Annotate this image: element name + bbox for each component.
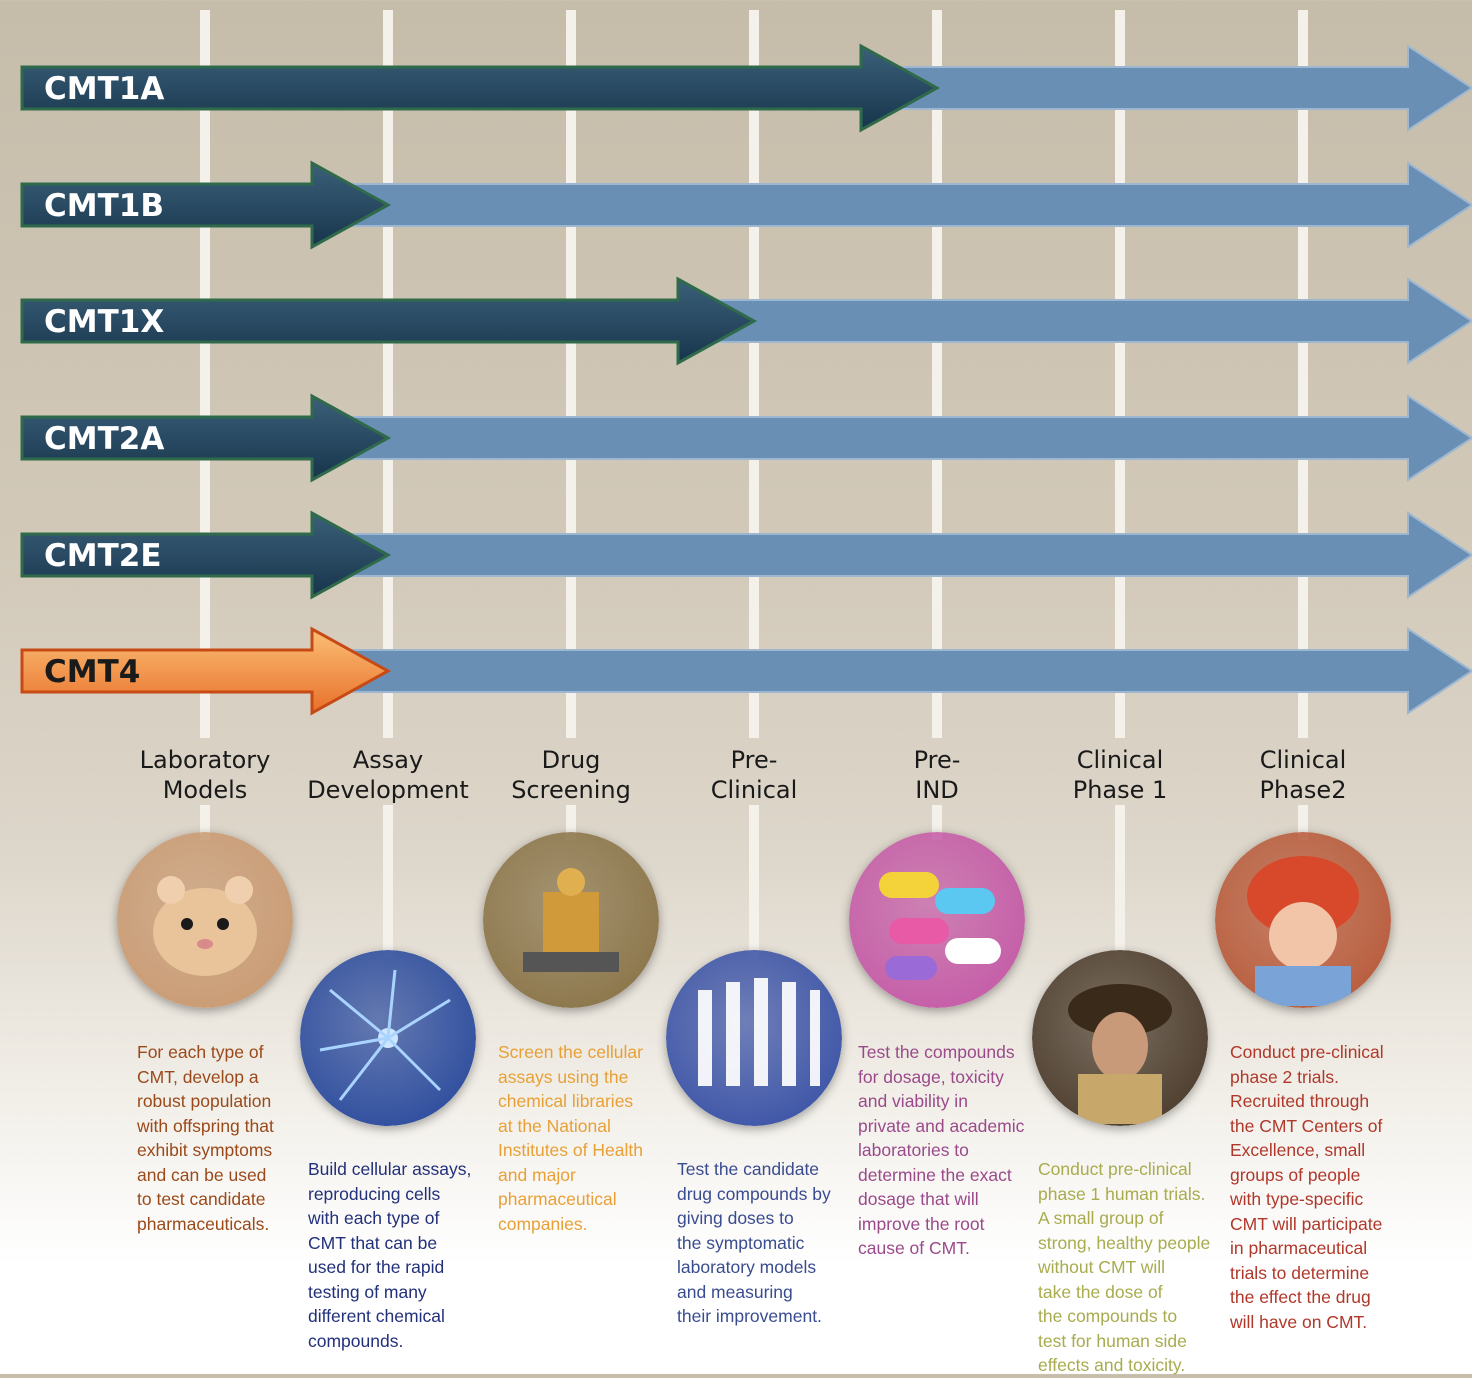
phase-connector bbox=[749, 805, 759, 958]
phase-line-5 bbox=[932, 10, 942, 738]
phase-description: Test the candidate drug compounds by giv… bbox=[677, 1159, 831, 1326]
phase-connector bbox=[566, 805, 576, 840]
phase-description: Test the compounds for dosage, toxicity … bbox=[858, 1042, 1025, 1258]
track-cmt2e: CMT2E bbox=[20, 510, 1472, 600]
phase-description: Conduct pre-clinical phase 2 trials. Rec… bbox=[1230, 1042, 1384, 1332]
pipeline-arrows: CMT1A CMT1B CMT1X CMT2A CMT2E CMT4 bbox=[20, 10, 1472, 738]
track-label: CMT1B bbox=[44, 188, 164, 224]
progress-arrow bbox=[20, 276, 758, 366]
progress-arrow bbox=[20, 626, 392, 716]
phase-description: For each type of CMT, develop a robust p… bbox=[137, 1042, 274, 1234]
track-cmt4: CMT4 bbox=[20, 626, 1472, 716]
phase-connector bbox=[932, 805, 942, 840]
pills-icon bbox=[849, 832, 1025, 1008]
phase-label: Laboratory Models bbox=[139, 746, 271, 804]
phase-description: Build cellular assays, reproducing cells… bbox=[308, 1159, 472, 1351]
child-helmet-icon bbox=[1215, 832, 1391, 1008]
track-cmt1a: CMT1A bbox=[20, 43, 1472, 133]
phase-line-6 bbox=[1115, 10, 1125, 738]
firefighter-icon bbox=[1032, 950, 1208, 1126]
phase-label: Clinical Phase2 bbox=[1259, 746, 1347, 804]
phase-label: Drug Screening bbox=[511, 746, 631, 804]
phase-connector bbox=[383, 805, 393, 958]
track-label: CMT2E bbox=[44, 538, 162, 574]
phase-label: Clinical Phase 1 bbox=[1072, 746, 1168, 804]
progress-arrow bbox=[20, 393, 392, 483]
phase-line-7 bbox=[1298, 10, 1308, 738]
phase-connector bbox=[1115, 805, 1125, 958]
hamster-icon bbox=[117, 832, 293, 1008]
phase-description: Screen the cellular assays using the che… bbox=[498, 1042, 643, 1234]
track-label: CMT1A bbox=[44, 71, 164, 107]
track-cmt1b: CMT1B bbox=[20, 160, 1472, 250]
progress-arrow bbox=[20, 510, 392, 600]
phase-line-4 bbox=[749, 10, 759, 738]
track-label: CMT1X bbox=[44, 304, 164, 340]
progress-arrow bbox=[20, 160, 392, 250]
neuron-icon bbox=[300, 950, 476, 1126]
progress-arrow bbox=[20, 43, 941, 133]
track-label: CMT2A bbox=[44, 421, 164, 457]
syringe-icon bbox=[666, 950, 842, 1126]
track-label: CMT4 bbox=[44, 654, 140, 690]
track-cmt1x: CMT1X bbox=[20, 276, 1472, 366]
phase-description: Conduct pre-clinical phase 1 human trial… bbox=[1038, 1159, 1211, 1375]
phase-label: Pre- Clinical bbox=[710, 746, 798, 804]
lab-robot-icon bbox=[483, 832, 659, 1008]
phase-connector bbox=[1298, 805, 1308, 840]
phase-label: Pre- IND bbox=[913, 746, 961, 804]
phase-line-2 bbox=[383, 10, 393, 738]
track-cmt2a: CMT2A bbox=[20, 393, 1472, 483]
phase-line-1 bbox=[200, 10, 210, 738]
phase-label: Assay Development bbox=[307, 746, 469, 804]
phase-line-3 bbox=[566, 10, 576, 738]
phase-connector bbox=[200, 805, 210, 840]
